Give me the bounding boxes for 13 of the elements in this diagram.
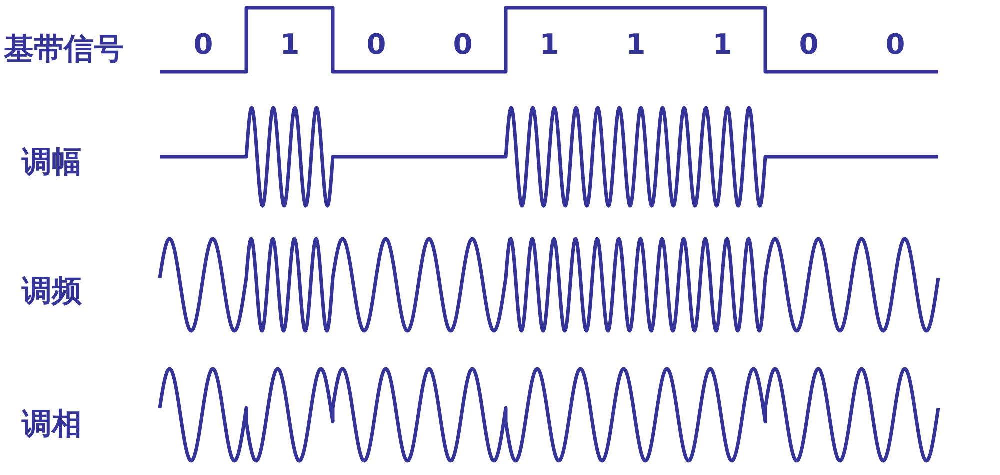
row-label: 基带信号 xyxy=(4,35,124,65)
row-label: 调幅 xyxy=(22,148,82,178)
bit-value: 0 xyxy=(886,31,906,59)
row-label: 调频 xyxy=(22,277,82,307)
bit-value: 0 xyxy=(799,31,819,59)
bit-value: 1 xyxy=(626,31,646,59)
bit-value: 1 xyxy=(540,31,560,59)
bit-value: 1 xyxy=(280,31,300,59)
bit-value: 1 xyxy=(712,31,732,59)
bit-value: 0 xyxy=(453,31,473,59)
bit-value: 0 xyxy=(194,31,214,59)
row-label: 调相 xyxy=(22,410,82,440)
bit-value: 0 xyxy=(366,31,386,59)
